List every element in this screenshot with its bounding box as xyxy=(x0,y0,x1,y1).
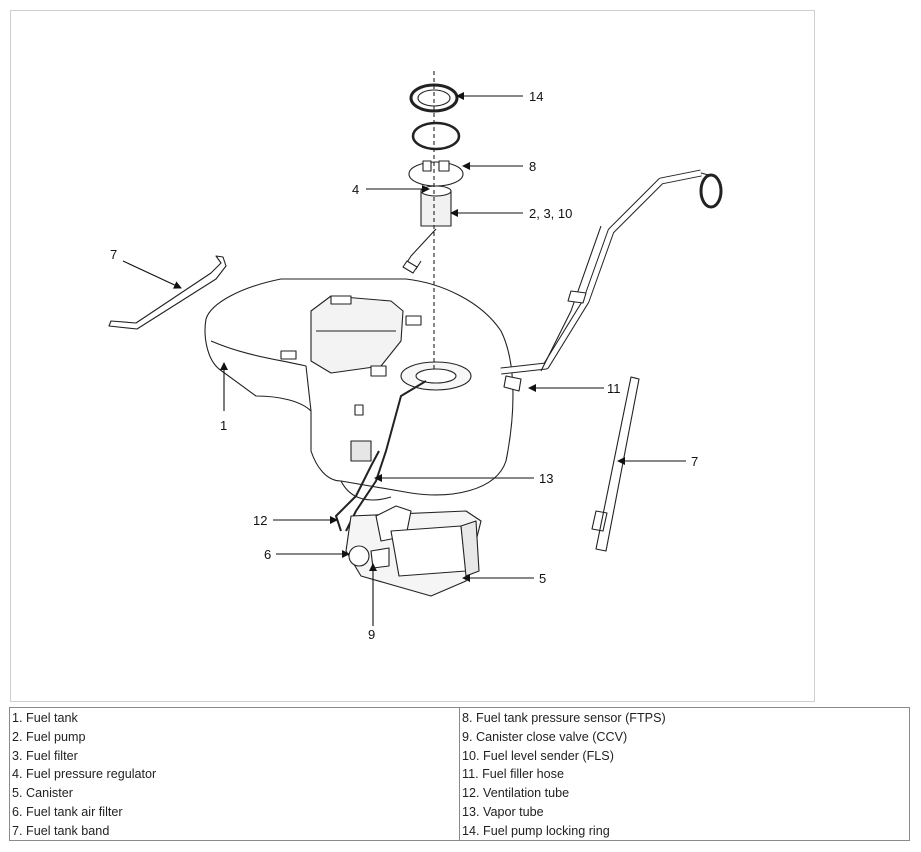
callout-7-right: 7 xyxy=(691,454,698,469)
fuel-tank xyxy=(204,278,514,501)
legend-item: 6. Fuel tank air filter xyxy=(12,804,123,819)
fuel-filler-hose xyxy=(500,169,723,392)
legend-item: 8. Fuel tank pressure sensor (FTPS) xyxy=(462,711,666,725)
callout-11: 11 xyxy=(607,381,621,396)
callout-6: 6 xyxy=(264,547,271,562)
fuel-system-diagram: 14 8 4 2, 3, 10 7 1 11 7 13 12 6 5 9 xyxy=(10,10,815,702)
callout-12: 12 xyxy=(253,513,267,528)
legend-item: 12. Ventilation tube xyxy=(462,786,570,801)
legend-item: 2. Fuel pump xyxy=(12,729,86,744)
legend-column-right: 8. Fuel tank pressure sensor (FTPS) 9. C… xyxy=(459,708,909,840)
legend-item: 4. Fuel pressure regulator xyxy=(12,767,157,782)
legend-item: 9. Canister close valve (CCV) xyxy=(462,729,628,744)
callout-14: 14 xyxy=(529,89,543,104)
callout-1: 1 xyxy=(220,418,227,433)
legend-item: 13. Vapor tube xyxy=(462,804,544,819)
legend-item: 3. Fuel filter xyxy=(12,748,78,763)
callout-13: 13 xyxy=(539,471,553,486)
fuel-pump-module xyxy=(402,160,464,274)
legend-item: 5. Canister xyxy=(12,786,73,801)
callout-9: 9 xyxy=(368,627,375,642)
callout-5: 5 xyxy=(539,571,546,586)
legend-item: 10. Fuel level sender (FLS) xyxy=(462,748,614,763)
o-ring xyxy=(411,121,461,151)
fuel-tank-band-left xyxy=(108,255,227,330)
leader-7-left xyxy=(122,260,182,289)
legend-table: 1. Fuel tank 2. Fuel pump 3. Fuel filter… xyxy=(9,707,910,841)
vapor-tube xyxy=(345,380,427,532)
legend-item: 7. Fuel tank band xyxy=(12,823,110,838)
callout-4: 4 xyxy=(352,182,359,197)
callout-7-left: 7 xyxy=(110,247,117,262)
callout-8: 8 xyxy=(529,159,536,174)
callout-2-3-10: 2, 3, 10 xyxy=(529,206,572,221)
fuel-tank-band-right xyxy=(591,376,640,552)
legend-item: 1. Fuel tank xyxy=(12,711,78,725)
legend-item: 11. Fuel filler hose xyxy=(462,767,564,782)
canister xyxy=(345,505,482,597)
legend-item: 14. Fuel pump locking ring xyxy=(462,823,610,838)
legend-column-left: 1. Fuel tank 2. Fuel pump 3. Fuel filter… xyxy=(10,708,459,840)
